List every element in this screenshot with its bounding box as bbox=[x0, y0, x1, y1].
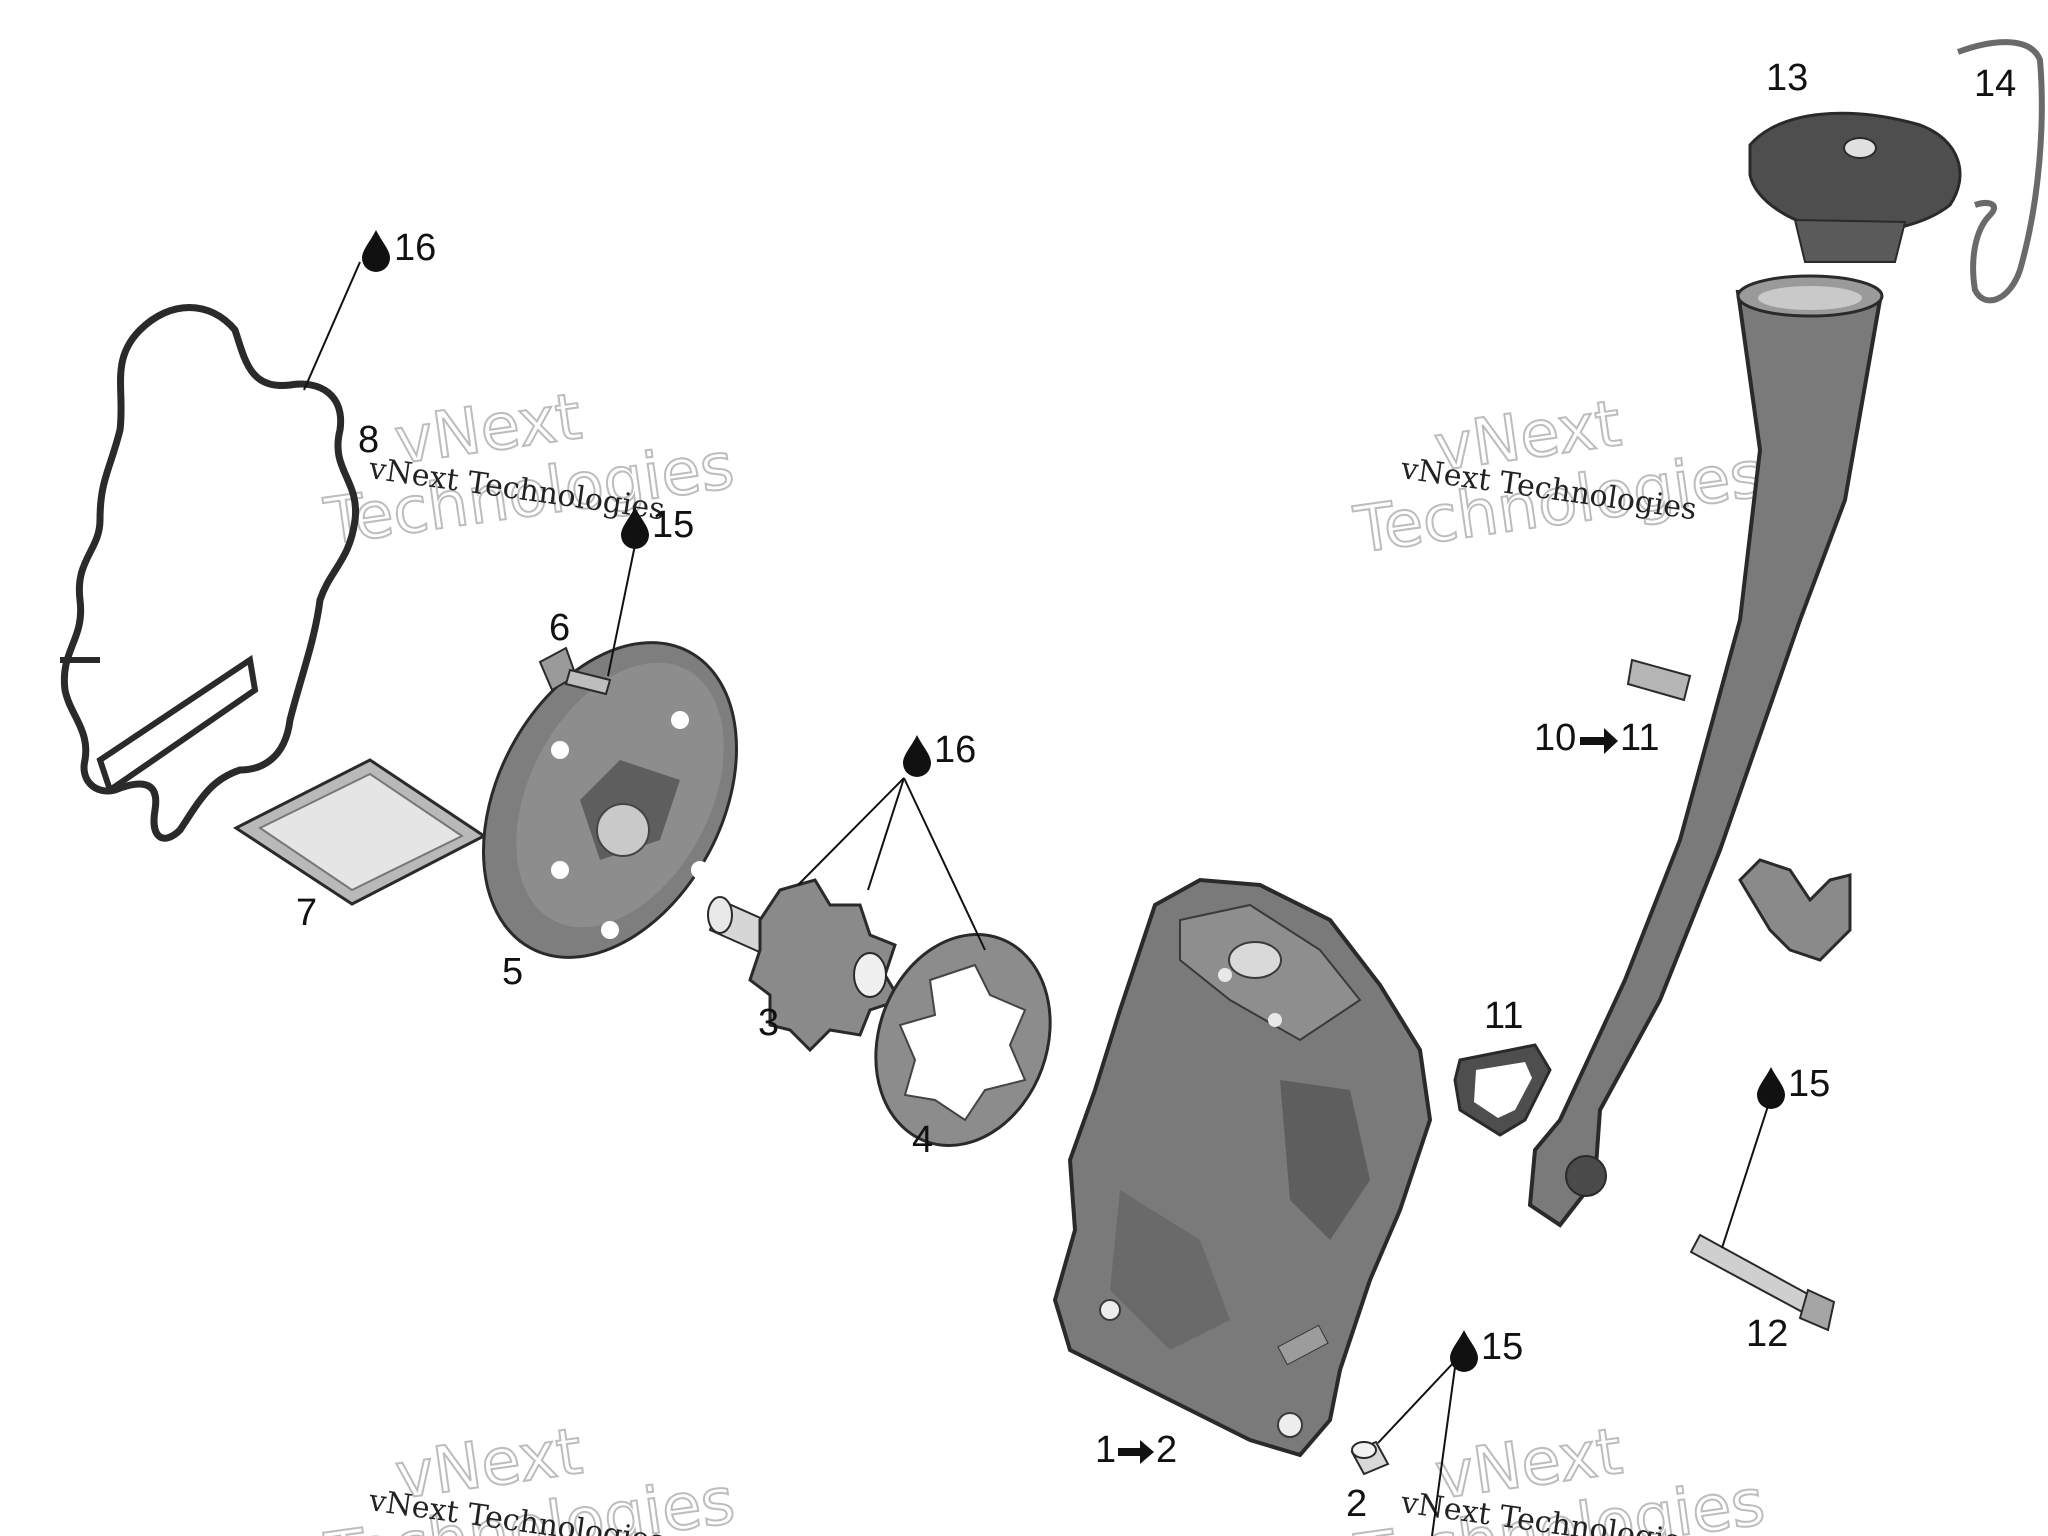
callout-11: 11 bbox=[1484, 995, 1523, 1037]
leader-16-mid-c bbox=[903, 777, 986, 951]
leader-16-mid-a bbox=[797, 777, 905, 886]
oil-drop-icon bbox=[621, 507, 649, 549]
lubricant-number: 15 bbox=[652, 504, 694, 546]
leader-15-right bbox=[1721, 1105, 1769, 1249]
lubricant-callout-16-mid: 16 bbox=[903, 729, 976, 777]
callout-14: 14 bbox=[1974, 63, 2016, 105]
lubricant-number: 16 bbox=[934, 729, 976, 771]
part-7-screen bbox=[233, 758, 487, 906]
callout-7: 7 bbox=[296, 892, 317, 934]
part-10-filler-tube bbox=[1527, 274, 1884, 1228]
oil-drop-icon bbox=[362, 230, 390, 272]
oil-drop-icon bbox=[903, 735, 931, 777]
part-11-seal bbox=[1453, 1043, 1552, 1137]
part-4-outer-rotor bbox=[874, 933, 1052, 1147]
oil-drop-icon bbox=[1757, 1067, 1785, 1109]
leader-16-top bbox=[303, 261, 361, 391]
callout-8: 8 bbox=[358, 419, 379, 461]
callout-12: 12 bbox=[1746, 1313, 1788, 1355]
callout-10: 10 bbox=[1534, 717, 1576, 759]
callout-10-target: 11 bbox=[1620, 717, 1659, 759]
callout-10-to-11: 10 11 bbox=[1534, 717, 1659, 759]
leader-16-mid-b bbox=[867, 777, 905, 891]
callout-2: 2 bbox=[1346, 1483, 1367, 1525]
callout-5: 5 bbox=[502, 951, 523, 993]
leader-15-top bbox=[607, 544, 636, 677]
leader-15-bottom-a bbox=[1377, 1359, 1457, 1444]
lubricant-callout-16-top: 16 bbox=[362, 227, 436, 272]
oil-drop-icon bbox=[1450, 1330, 1478, 1372]
callout-6: 6 bbox=[549, 607, 570, 649]
part-8-gasket-strap bbox=[96, 654, 259, 795]
part-3-gear-shaft bbox=[707, 878, 903, 1053]
lubricant-number: 16 bbox=[394, 227, 436, 269]
arrow-right-icon bbox=[1118, 1440, 1154, 1464]
part-13-cap bbox=[1748, 111, 1962, 263]
callout-1-to-2: 1 2 bbox=[1095, 1429, 1177, 1471]
callout-13: 13 bbox=[1766, 57, 1808, 99]
callout-1-target: 2 bbox=[1156, 1429, 1177, 1471]
part-1-pump-housing bbox=[1052, 877, 1433, 1458]
lubricant-callout-15-bottom: 15 bbox=[1450, 1326, 1523, 1372]
part-8-gasket bbox=[60, 304, 360, 842]
part-5-pump-plate bbox=[482, 641, 738, 959]
callout-1: 1 bbox=[1095, 1429, 1116, 1471]
arrow-right-icon bbox=[1580, 728, 1618, 754]
part-14-hose bbox=[1956, 39, 2045, 304]
lubricant-number: 15 bbox=[1788, 1063, 1830, 1105]
lubricant-callout-15-right: 15 bbox=[1757, 1063, 1830, 1109]
lubricant-callout-15-top: 15 bbox=[621, 504, 694, 549]
part-12-bolt bbox=[1689, 1233, 1836, 1332]
callout-4: 4 bbox=[912, 1119, 933, 1161]
callout-3: 3 bbox=[758, 1002, 779, 1044]
leader-15-bottom-b bbox=[1431, 1359, 1457, 1536]
part-6-bolt bbox=[538, 646, 612, 696]
lubricant-number: 15 bbox=[1481, 1326, 1523, 1368]
part-2-dowel-pin bbox=[1350, 1440, 1390, 1476]
